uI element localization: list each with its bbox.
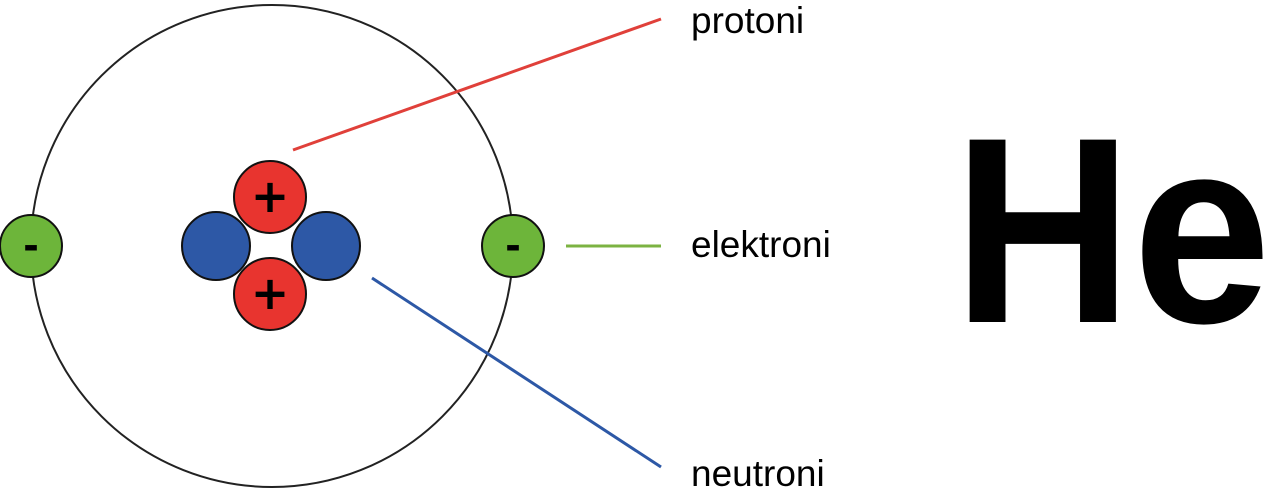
neutron-pointer-line xyxy=(371,276,662,469)
neutrons-label: neutroni xyxy=(691,453,825,494)
electron-left-sign: - xyxy=(23,224,39,268)
electron-orbit xyxy=(30,4,514,488)
electron-left xyxy=(0,214,63,278)
element-symbol: He xyxy=(953,83,1271,379)
protons-label: protoni xyxy=(691,0,804,41)
proton-top-sign: + xyxy=(251,169,290,223)
proton-bottom-sign: + xyxy=(251,266,290,320)
proton-pointer-line xyxy=(292,17,662,152)
electron-right xyxy=(481,214,545,278)
proton-bottom xyxy=(233,257,307,331)
electrons-label: elektroni xyxy=(691,224,831,265)
neutron-right xyxy=(291,211,361,281)
proton-top xyxy=(233,160,307,234)
electron-right-sign: - xyxy=(505,224,521,268)
neutron-left xyxy=(181,211,251,281)
